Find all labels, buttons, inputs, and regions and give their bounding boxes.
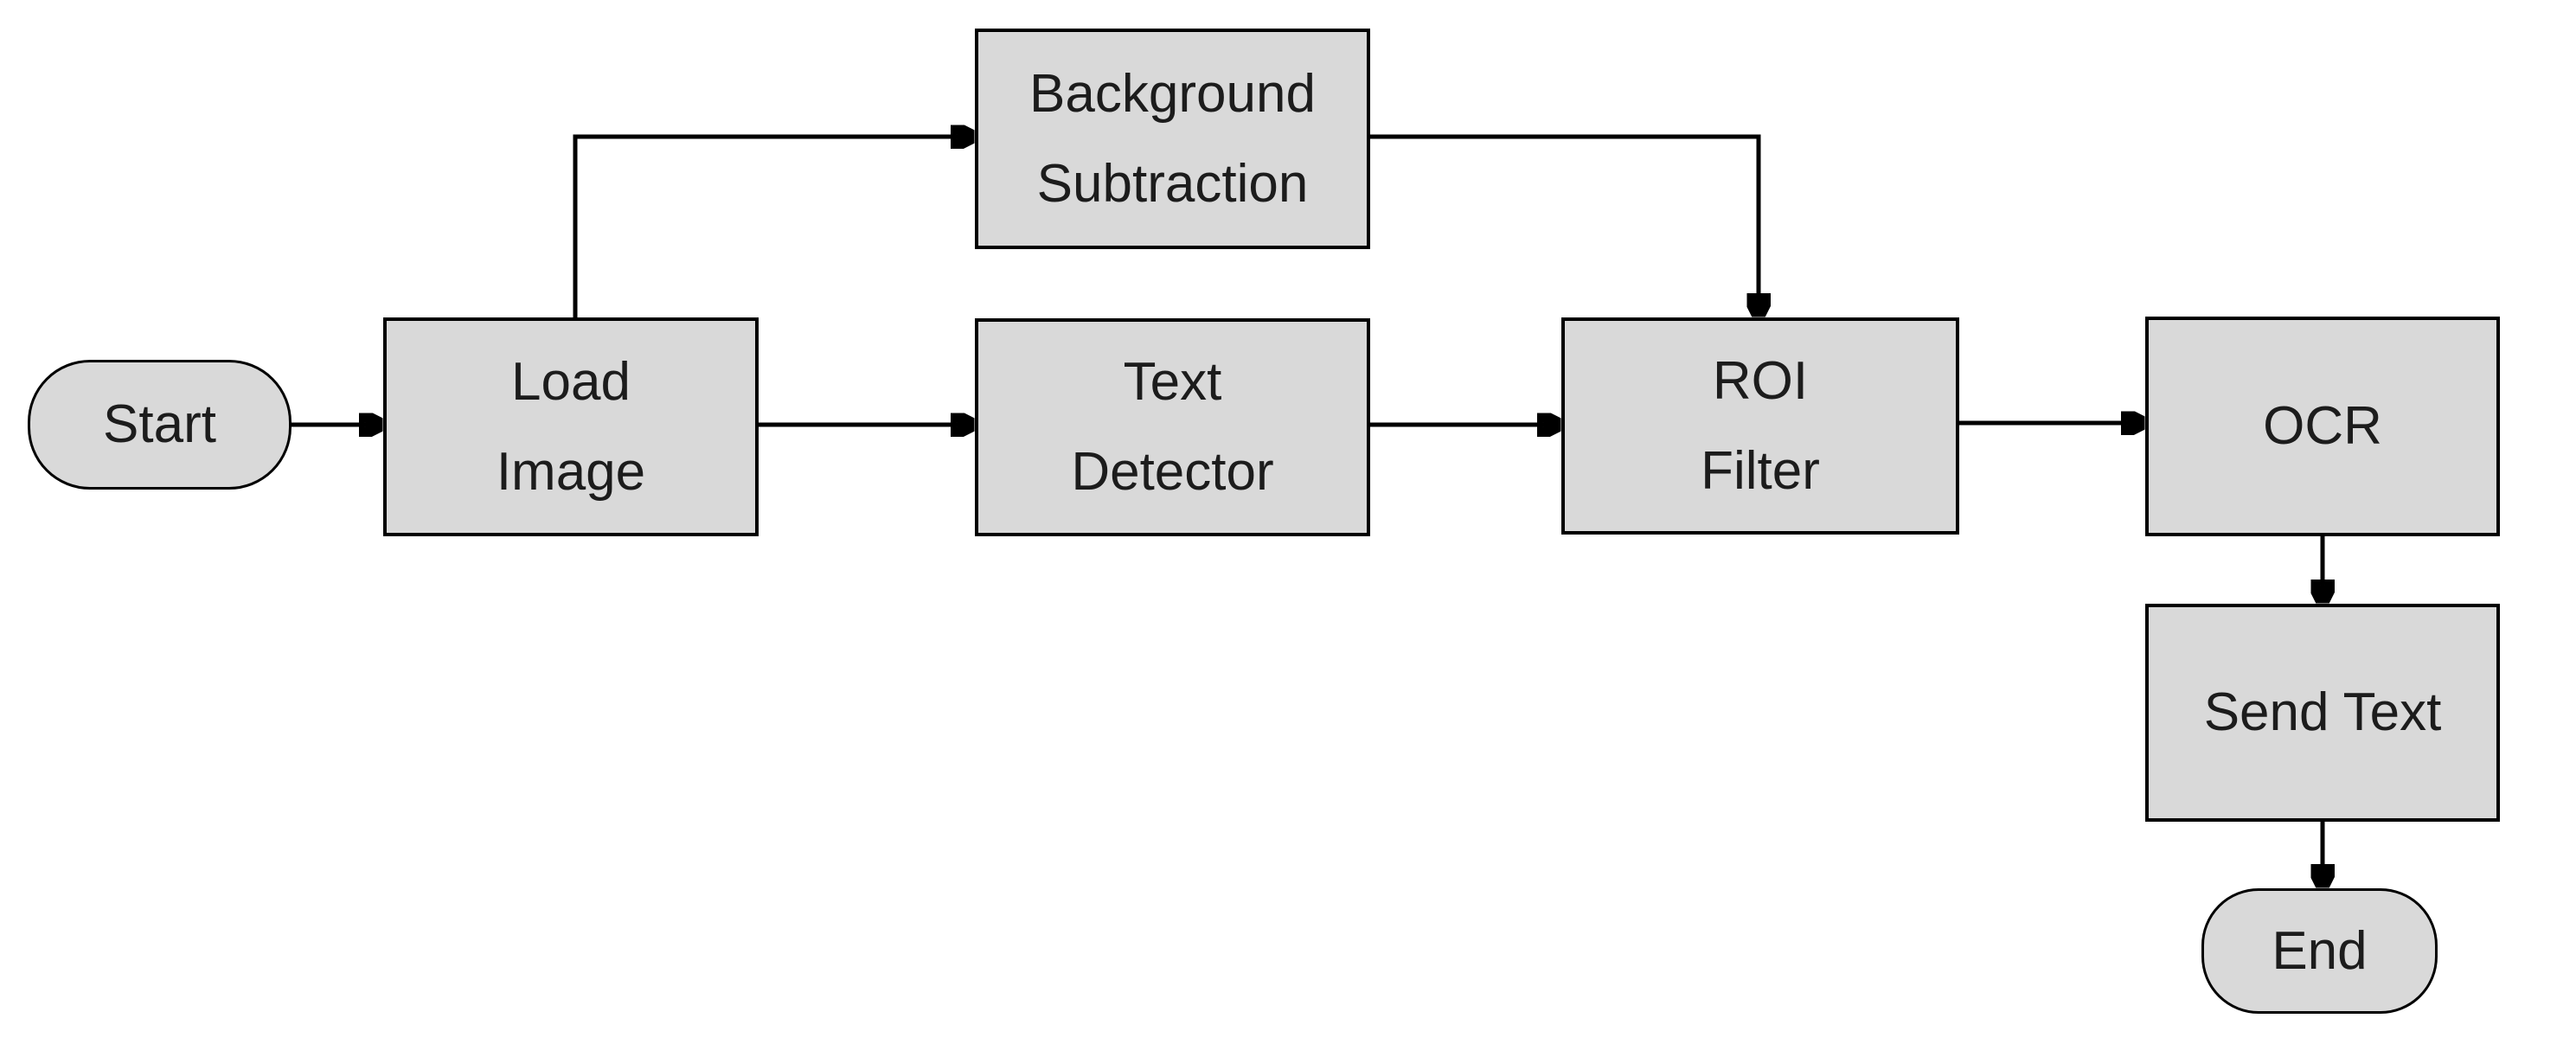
edge-background-subtraction-to-roi-filter: [1370, 134, 1759, 312]
edge-load-image-to-background-subtraction: [573, 137, 970, 317]
node-text-detector: Text Detector: [975, 318, 1370, 536]
node-background-subtraction: Background Subtraction: [975, 29, 1370, 249]
node-end: End: [2201, 888, 2438, 1014]
node-load-image: Load Image: [383, 317, 759, 536]
node-roi-filter: ROI Filter: [1561, 317, 1959, 535]
node-send-text: Send Text: [2145, 604, 2500, 822]
node-ocr: OCR: [2145, 317, 2500, 536]
node-start: Start: [28, 360, 292, 490]
